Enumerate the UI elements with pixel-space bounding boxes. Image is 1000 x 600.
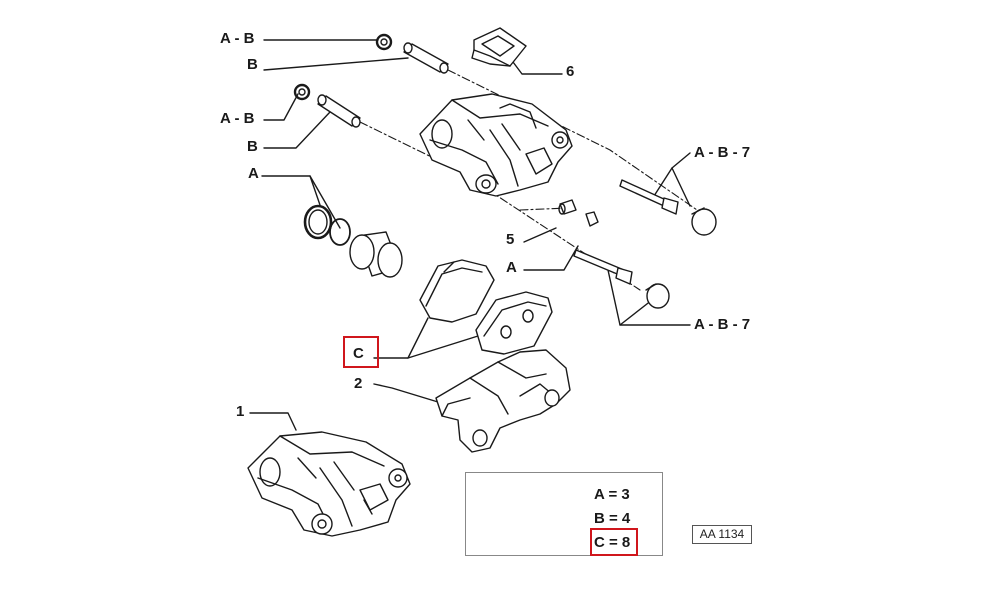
legend-line-b: B = 4 <box>594 510 631 527</box>
bolt-upper <box>619 179 679 215</box>
leader-lines <box>249 39 691 431</box>
legend-box <box>465 472 663 556</box>
caliper-exploded <box>419 93 573 197</box>
piston-seal-inner <box>329 218 351 246</box>
highlight-c-pads <box>343 336 379 368</box>
guide-pin-top <box>403 42 449 74</box>
callout-one: 1 <box>236 403 245 420</box>
caliper-assembled <box>247 431 411 537</box>
callout-five: 5 <box>506 231 515 248</box>
piston <box>349 231 403 278</box>
callout-b-mid: B <box>247 138 258 155</box>
brake-pad-rear <box>419 259 495 323</box>
callout-six: 6 <box>566 63 575 80</box>
piston-seal-outer <box>303 204 333 240</box>
cap-upper <box>691 207 717 236</box>
guide-pin-mid <box>317 94 361 128</box>
callout-b-top: B <box>247 56 258 73</box>
reference-code: AA 1134 <box>692 525 752 544</box>
legend-line-c: C = 8 <box>594 534 631 551</box>
callout-ab-mid: A - B <box>220 110 255 127</box>
callout-a-seals: A <box>248 165 259 182</box>
callout-ab7-bottom: A - B - 7 <box>694 316 751 333</box>
caliper-bracket <box>435 349 571 453</box>
bleed-screw <box>558 199 599 227</box>
legend-line-a: A = 3 <box>594 486 630 503</box>
callout-two: 2 <box>354 375 363 392</box>
spring-clip <box>471 27 527 67</box>
highlight-legend-c <box>590 528 638 556</box>
bushing-top <box>375 33 393 51</box>
callout-c-pads: C <box>353 345 364 362</box>
bolt-lower <box>573 249 633 285</box>
callout-ab-top: A - B <box>220 30 255 47</box>
callout-a-screw: A <box>506 259 517 276</box>
bushing-mid <box>293 83 311 101</box>
brake-pad-front <box>475 291 553 355</box>
callout-ab7-top: A - B - 7 <box>694 144 751 161</box>
cap-lower <box>645 283 670 309</box>
